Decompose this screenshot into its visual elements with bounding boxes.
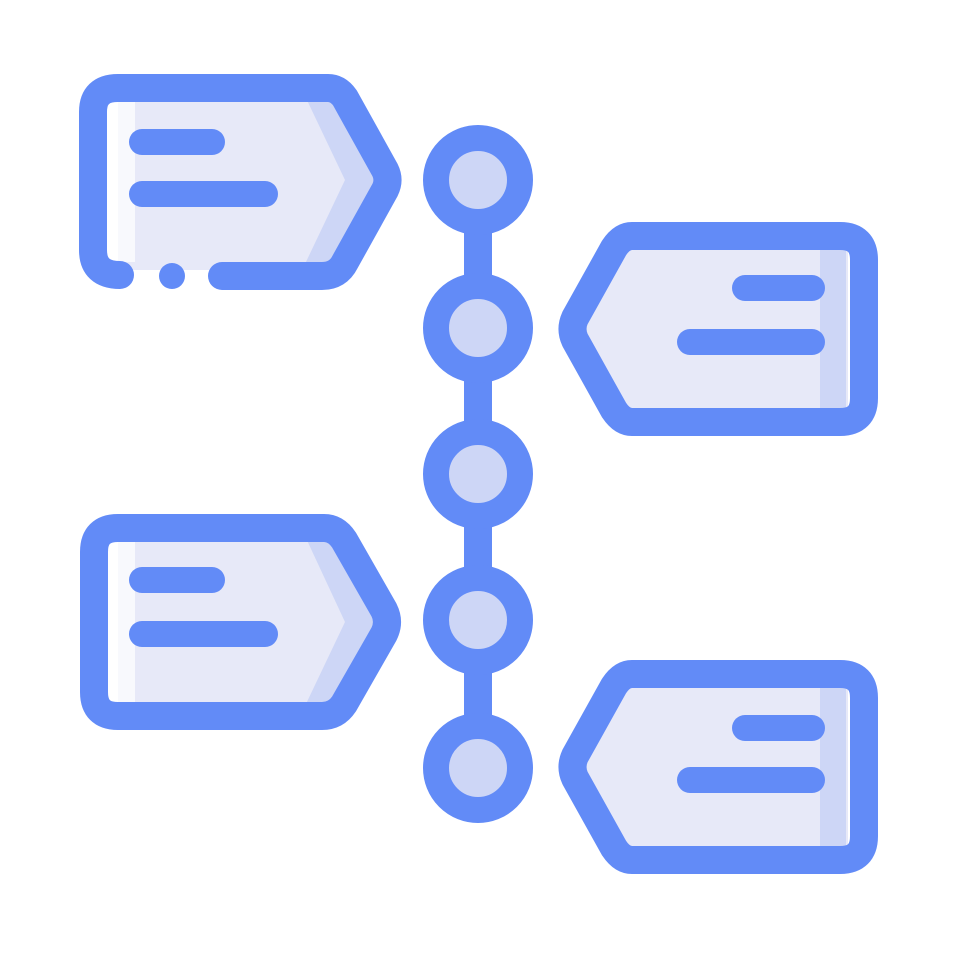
- timeline-node: [423, 565, 533, 675]
- tag-top-left: [79, 74, 402, 290]
- timeline-node: [423, 125, 533, 235]
- timeline-node: [423, 419, 533, 529]
- tag-bottom-right: [558, 660, 878, 874]
- tag-outline-dot: [159, 263, 185, 289]
- tag-upper-right: [558, 222, 878, 436]
- timeline-node: [423, 273, 533, 383]
- tag-outline: [558, 222, 878, 436]
- tag-outline: [79, 74, 402, 290]
- tag-outline: [80, 514, 401, 730]
- tag-shade-left: [108, 100, 135, 262]
- tag-outline: [558, 660, 878, 874]
- timeline-nodes: [423, 125, 533, 823]
- tag-shade: [305, 536, 376, 706]
- tag-shade-left: [108, 540, 135, 705]
- tag-shade: [305, 96, 376, 264]
- timeline-node: [423, 713, 533, 823]
- tag-shade: [820, 246, 846, 412]
- tag-lower-left: [80, 514, 401, 730]
- tag-shade: [820, 684, 846, 850]
